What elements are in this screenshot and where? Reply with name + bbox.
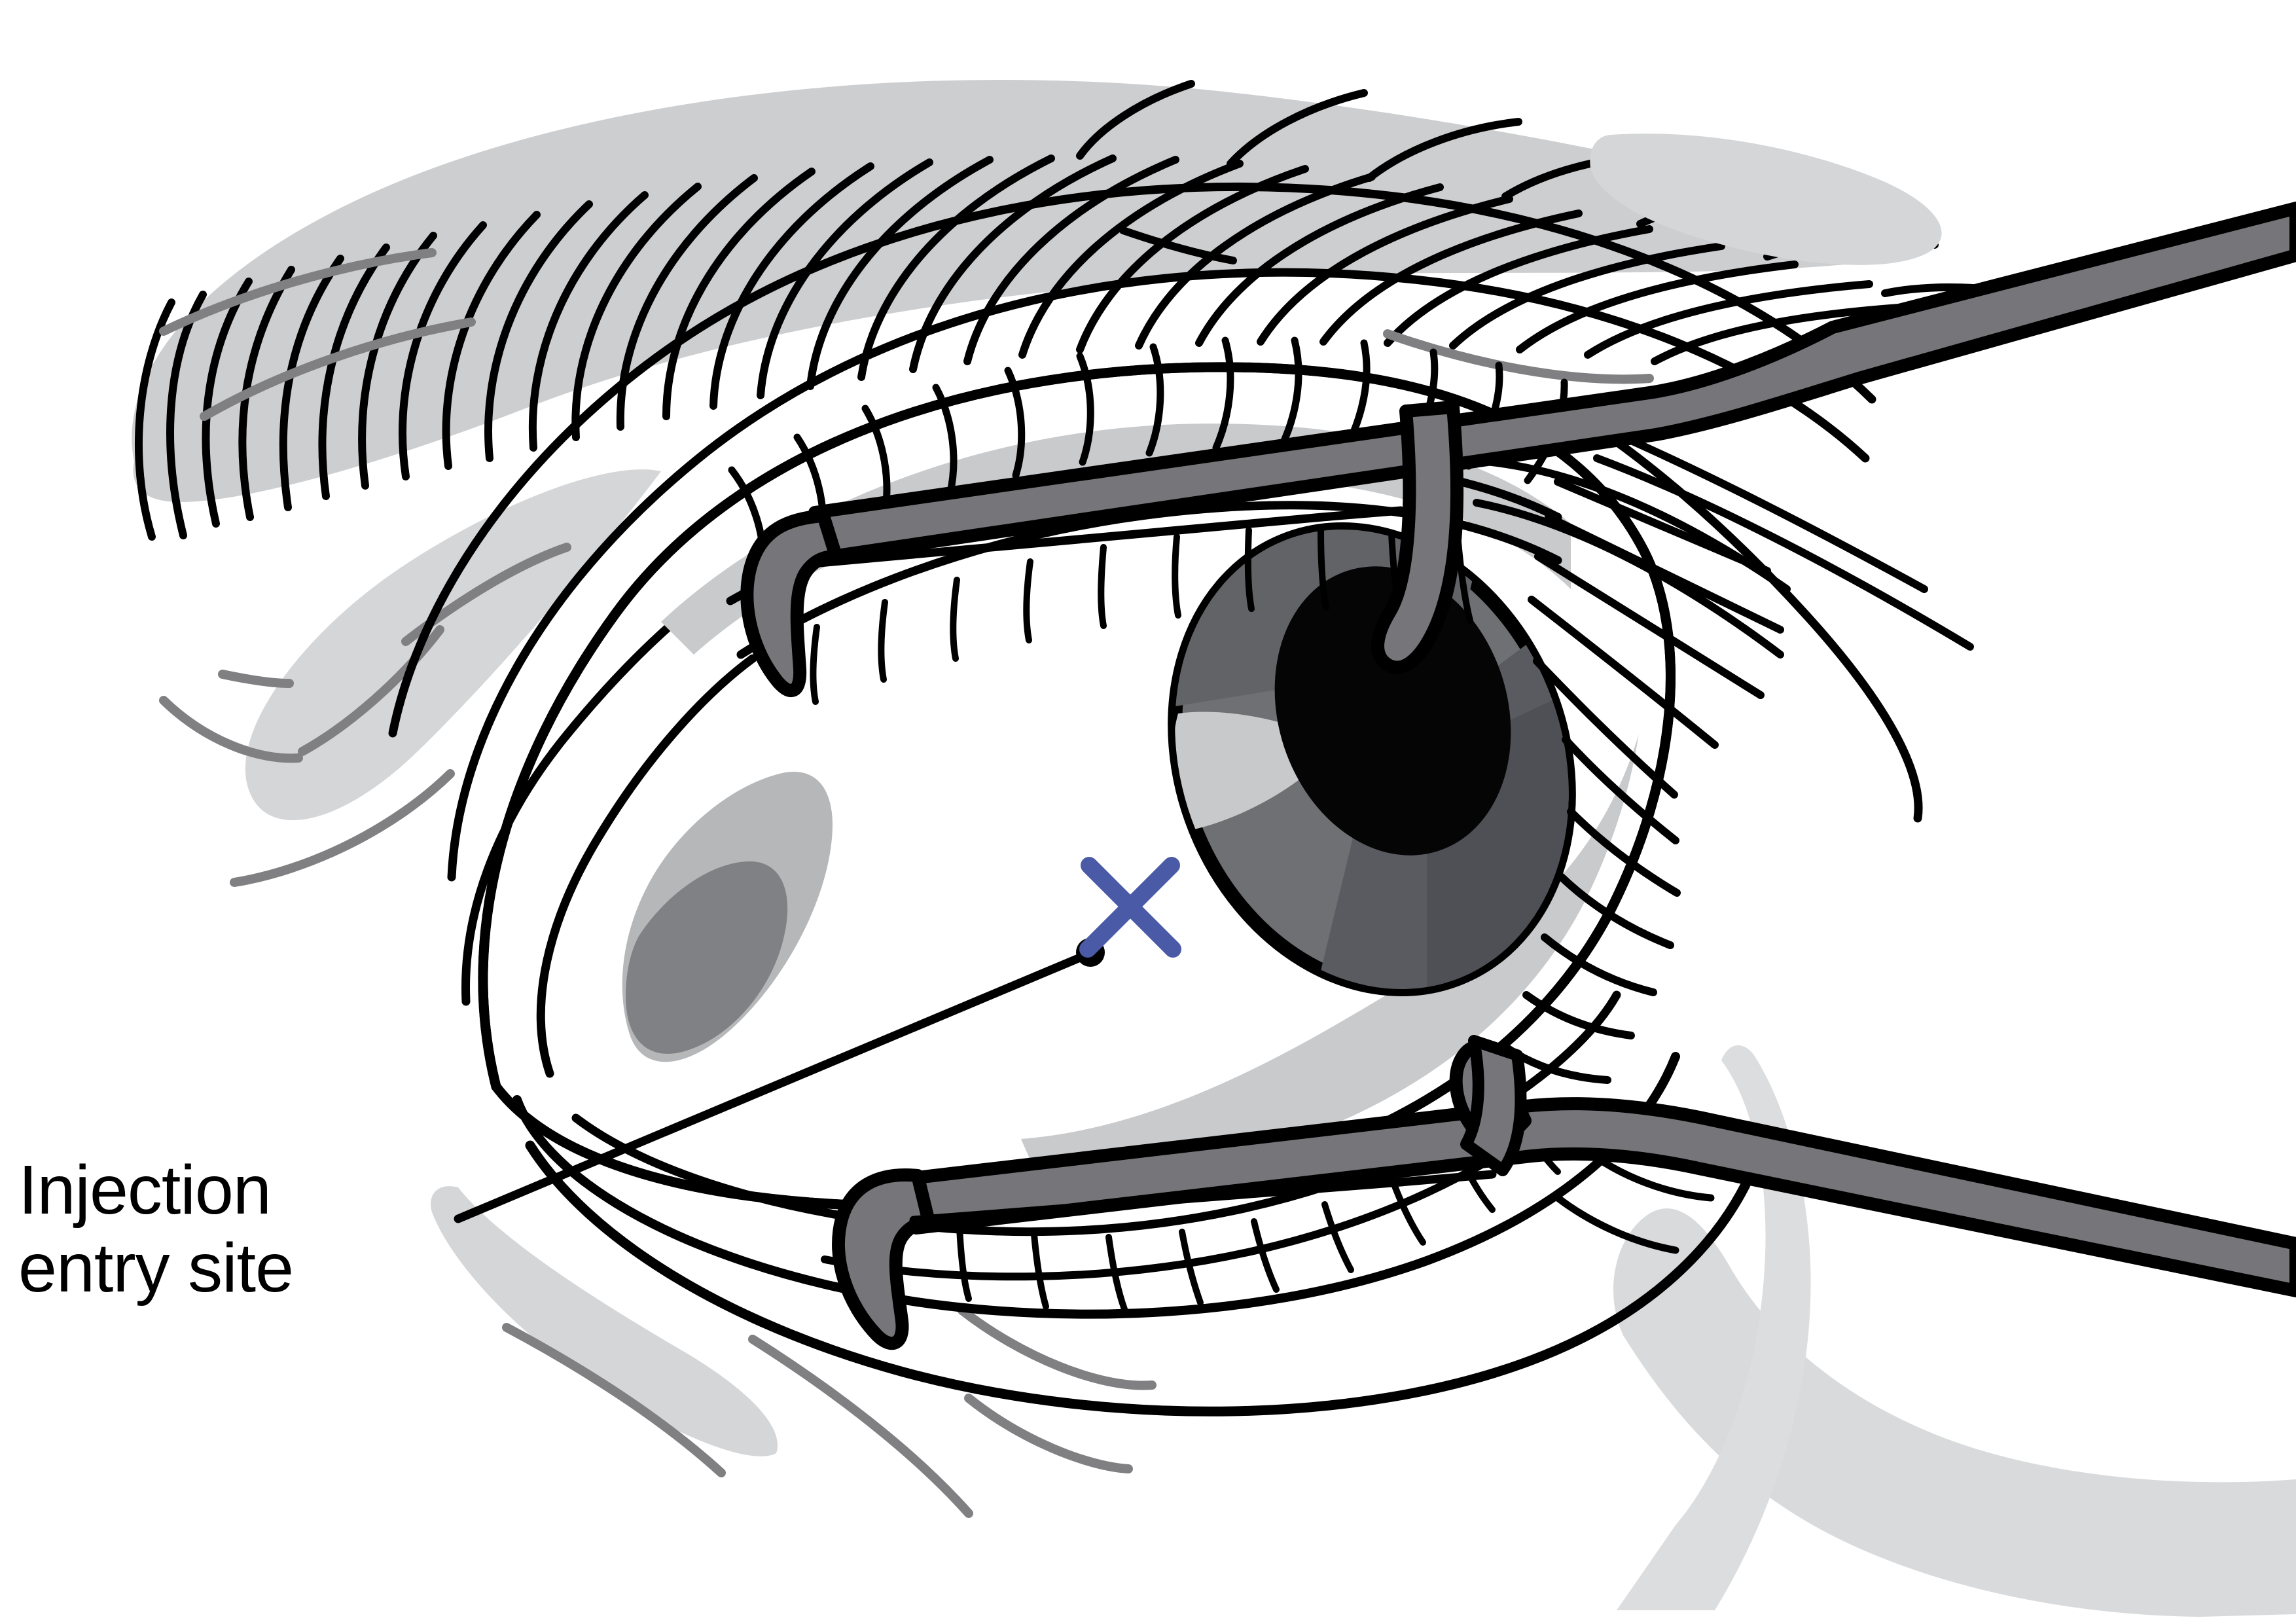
lower-speculum-blade[interactable] (832, 1035, 2296, 1350)
upper-speculum-left-hook[interactable] (740, 509, 843, 697)
injection-entry-site-label: Injection entry site (18, 1151, 463, 1307)
lower-speculum-post[interactable] (1460, 1035, 1527, 1176)
globe-contents (622, 424, 1644, 1192)
eyebrow-hair-strokes (135, 154, 1944, 541)
lower-lid-outer (525, 1140, 1759, 1416)
shadow-lower-right-cheek (1613, 1208, 2296, 1617)
lateral-canthus-edge (1609, 435, 1923, 823)
upper-lid-fold-outer (388, 182, 1876, 738)
pupil (1274, 566, 1511, 856)
injection-site-x-marker (1079, 857, 1181, 958)
shadow-upper-left (245, 469, 661, 821)
upper-speculum-blade[interactable] (740, 202, 2296, 697)
label-line-2: entry site (18, 1229, 294, 1307)
annotation-group (454, 857, 1181, 1223)
lower-speculum-arm[interactable] (905, 1097, 2296, 1297)
medial-fold-2 (536, 654, 757, 1078)
upper-blade-inner-rim (815, 506, 1405, 568)
lower-speculum-left-hook[interactable] (832, 1168, 936, 1350)
brow-accent-stroke (1119, 226, 1237, 264)
caruncle-core (626, 861, 788, 1054)
upper-speculum-post[interactable] (1371, 401, 1464, 674)
shadow-temple (1590, 134, 1942, 265)
lower-lid-margin (571, 990, 1621, 1236)
shadow-lateral-vertical (1617, 1045, 1811, 1610)
upper-speculum-arm[interactable] (808, 202, 2296, 564)
shadow-lower-cheek (431, 1186, 778, 1456)
eyebrow-base-shape (132, 79, 1929, 502)
lower-blade-inner-rim (909, 1170, 1497, 1225)
leader-line (454, 950, 1092, 1223)
skin-shadows (245, 134, 2296, 1617)
label-line-1: Injection (18, 1151, 272, 1229)
lower-lid-crease (512, 1052, 1680, 1319)
upper-lid-fold-inner (447, 268, 1870, 882)
